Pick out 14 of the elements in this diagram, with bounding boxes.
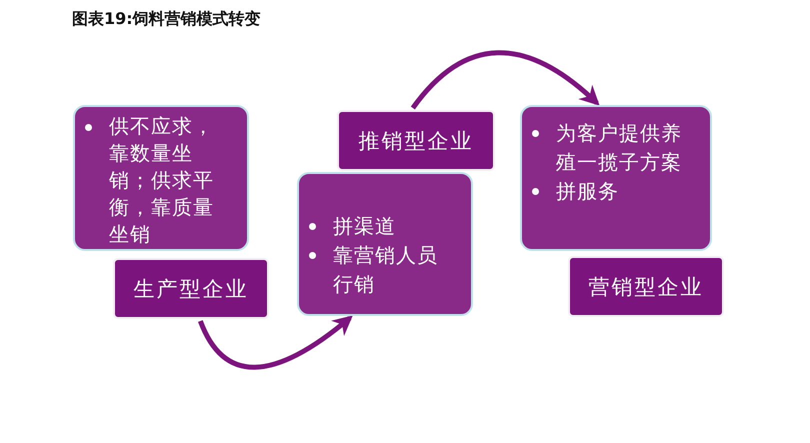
curved-arrow [198, 316, 353, 370]
bullet-card [520, 105, 712, 251]
label-box: 营销型企业 [568, 256, 724, 317]
title: 图表19:饲料营销模式转变 [72, 9, 261, 30]
bullet-item: 靠营销人员行销 [333, 241, 447, 299]
label-box: 生产型企业 [113, 258, 269, 319]
bullet-item: 为客户提供养殖一揽子方案 [556, 119, 700, 177]
bullet-item: 拼渠道 [333, 212, 447, 241]
bullet-card [297, 172, 473, 316]
bullet-item: 供不应求，靠数量坐销；供求平衡，靠质量坐销 [109, 113, 223, 248]
curved-arrow [410, 50, 600, 110]
label-box: 推销型企业 [337, 110, 495, 171]
bullet-card [73, 105, 249, 251]
bullet-item: 拼服务 [556, 177, 700, 206]
